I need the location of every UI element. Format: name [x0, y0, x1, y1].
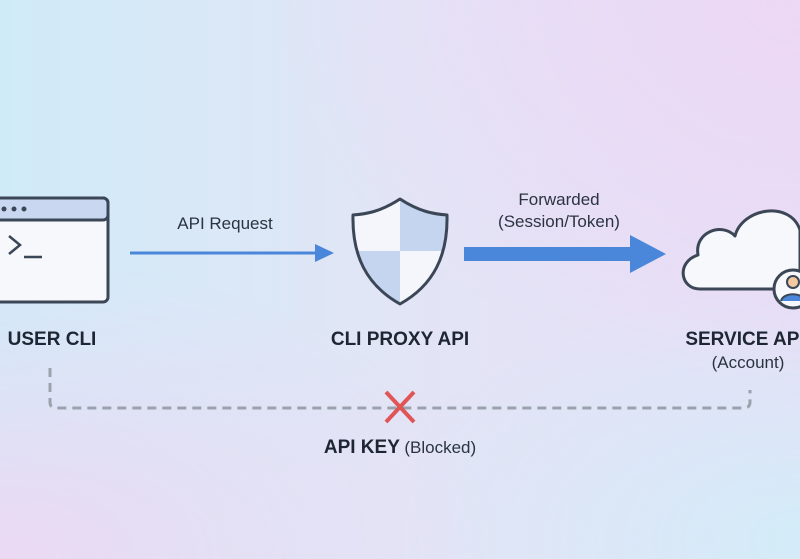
service-sublabel: (Account) [711, 353, 785, 372]
api-request-label: API Request [177, 214, 273, 233]
user-cli-label: USER CLI [7, 329, 97, 350]
api-request-arrow [130, 244, 334, 262]
blocked-x-icon [384, 390, 416, 424]
cloud-user-icon [681, 209, 800, 310]
api-key-status: (Blocked) [404, 438, 477, 457]
forwarded-arrow [464, 235, 666, 273]
service-label: SERVICE API [685, 329, 800, 350]
terminal-window-icon [0, 196, 110, 304]
forwarded-sublabel: (Session/Token) [498, 212, 620, 231]
api-key-caption: API KEY (Blocked) [324, 437, 476, 459]
proxy-label: CLI PROXY API [330, 329, 470, 350]
forwarded-label: Forwarded [518, 190, 600, 209]
blocked-api-key-path [48, 368, 752, 410]
shield-icon [351, 197, 449, 306]
api-key-label: API KEY [323, 437, 400, 458]
